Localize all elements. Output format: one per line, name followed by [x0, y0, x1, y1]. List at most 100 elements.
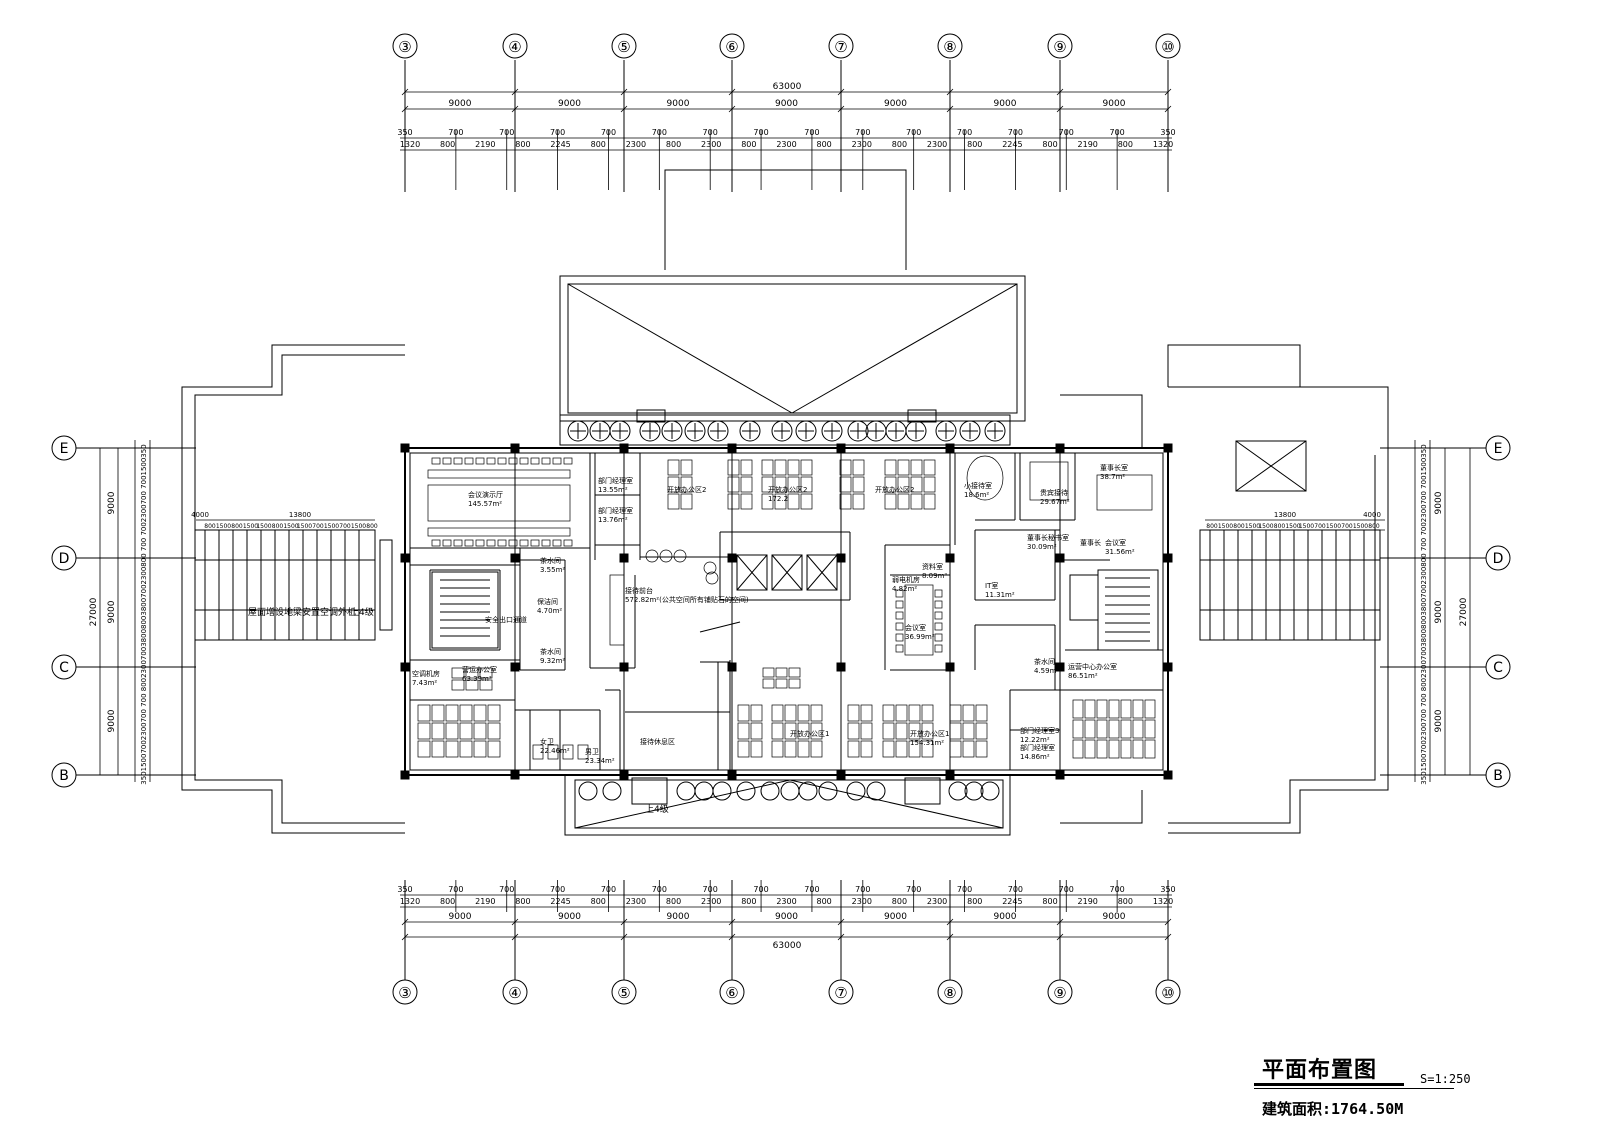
dim-detail: 1320 — [1153, 140, 1173, 149]
dim-side-detail-label: 700 — [140, 538, 148, 551]
dim-side-detail-label: 1500 — [1420, 754, 1428, 772]
right-terrace-step — [1167, 344, 1301, 387]
chair — [530, 539, 540, 547]
desk — [750, 704, 763, 722]
dim-detail: 700 — [1008, 885, 1023, 894]
dim-detail: 700 — [550, 128, 565, 137]
dim-detail: 700 — [753, 128, 768, 137]
room-area: 8.09m² — [922, 572, 947, 580]
dim-side-detail-label: 350 — [1420, 444, 1428, 457]
desk — [839, 476, 852, 493]
axis-bubble — [611, 979, 637, 1005]
room-label: 开放办公区1 — [910, 729, 949, 738]
dim-side-bay-label: 9000 — [107, 709, 117, 732]
dim-tick — [1164, 105, 1172, 113]
chair — [895, 589, 904, 598]
dim-detail: 700 — [703, 885, 718, 894]
dim-detail: 700 — [855, 885, 870, 894]
room-label: 接待休息区 — [640, 737, 675, 746]
desk — [882, 722, 895, 740]
dim-side-detail-label: 700 — [1420, 491, 1428, 504]
desk — [882, 704, 895, 722]
chair — [934, 589, 943, 598]
terrace-detail: 1500 — [1285, 523, 1300, 530]
desk — [762, 678, 775, 689]
desk — [1096, 739, 1108, 759]
toilet — [577, 744, 589, 760]
terrace-detail: 1500 — [1218, 523, 1233, 530]
table-front-row — [427, 469, 571, 479]
plant-icon — [705, 571, 719, 585]
meeting-table — [904, 584, 934, 656]
room-label: 董事长室 — [1100, 463, 1128, 472]
room-label: 空调机房 — [412, 669, 440, 678]
tree-icon — [905, 420, 927, 442]
elevator-x — [736, 554, 768, 591]
room-area: 23.34m² — [585, 757, 615, 765]
desk — [479, 667, 493, 679]
bottom-stair — [631, 777, 668, 805]
desk — [727, 459, 740, 476]
toilet — [532, 744, 544, 760]
desk — [487, 740, 501, 758]
terrace-dim-label: 4000 — [191, 511, 209, 519]
dimension-lines — [99, 88, 1471, 941]
room-area: 38.7m² — [1100, 473, 1125, 481]
dim-tick — [837, 88, 845, 96]
axis-bubble — [51, 435, 77, 461]
desk — [431, 740, 445, 758]
upper-void — [664, 169, 907, 270]
chair — [442, 539, 452, 547]
desk — [459, 722, 473, 740]
desk — [479, 679, 493, 691]
desk — [451, 667, 465, 679]
desk — [788, 678, 801, 689]
bottom-stair — [904, 777, 941, 805]
tree-icon — [694, 781, 714, 801]
dim-detail: 2190 — [475, 897, 495, 906]
dim-side-detail-label: 2300 — [140, 504, 148, 522]
dim-tick — [946, 88, 954, 96]
terrace-detail: 1500 — [243, 523, 258, 530]
chair — [486, 457, 496, 465]
dim-detail: 700 — [499, 885, 514, 894]
dim-side-detail-label: 3800 — [1420, 629, 1428, 647]
desk — [459, 740, 473, 758]
tree-icon — [602, 781, 622, 801]
dim-side-total-label: 27000 — [1459, 597, 1469, 626]
bottom-diag — [574, 779, 791, 829]
axis-bubble — [1485, 762, 1511, 788]
dim-detail: 2300 — [626, 140, 646, 149]
desk — [737, 740, 750, 758]
elevator-x — [771, 554, 803, 591]
room-label: 开放办公区2 — [875, 485, 914, 494]
desk — [727, 493, 740, 510]
desk — [962, 722, 975, 740]
chair — [934, 633, 943, 642]
dim-tick — [401, 105, 409, 113]
dim-detail: 2245 — [1002, 897, 1022, 906]
room-area: 3.55m² — [540, 566, 565, 574]
dim-detail: 800 — [440, 897, 455, 906]
dim-detail: 350 — [397, 885, 412, 894]
terrace-detail: 1500 — [256, 523, 271, 530]
terrace-detail: 1500 — [1326, 523, 1341, 530]
room-area: 11.31m² — [985, 591, 1015, 599]
dim-tick — [946, 933, 954, 941]
desk — [1096, 699, 1108, 719]
desk — [975, 704, 988, 722]
dim-side-detail-label: 2300 — [140, 567, 148, 585]
room-label: 运营中心办公室 — [1068, 662, 1117, 671]
left-terrace-inner — [194, 354, 405, 455]
tree-icon — [818, 781, 838, 801]
desk — [737, 704, 750, 722]
right-ac-grate — [1199, 529, 1381, 641]
desk — [727, 476, 740, 493]
desk — [910, 459, 923, 476]
dim-tick — [728, 105, 736, 113]
axis-label: C — [59, 660, 69, 676]
desk — [417, 704, 431, 722]
conference-table — [427, 484, 571, 522]
dim-detail: 1320 — [400, 897, 420, 906]
desk — [884, 459, 897, 476]
